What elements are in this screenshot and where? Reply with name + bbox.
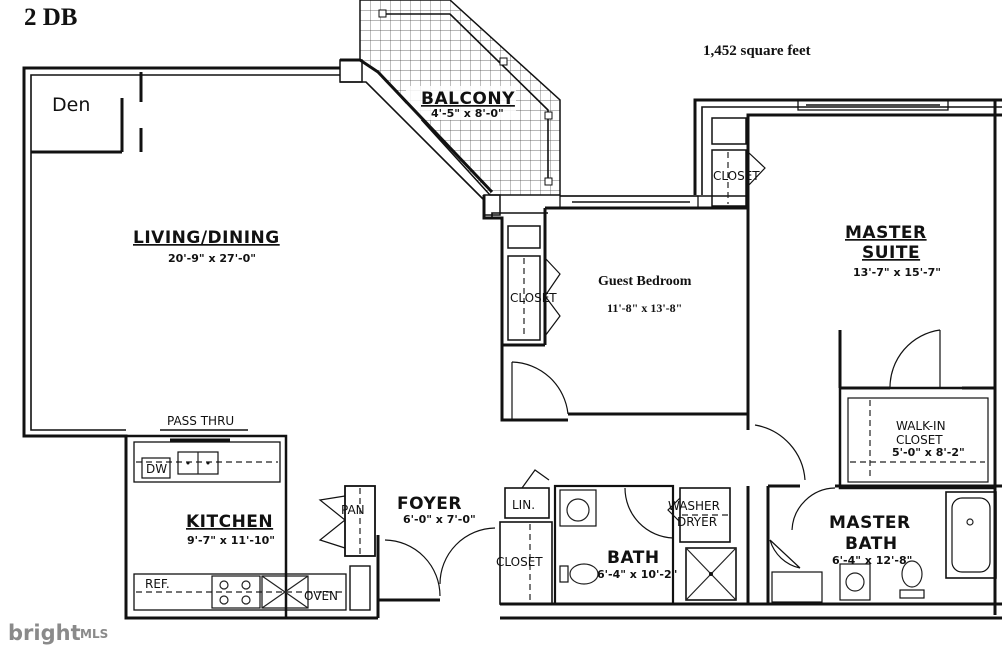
balcony-dims: 4'-5" x 8'-0" bbox=[431, 107, 504, 120]
living-title: LIVING/DINING bbox=[133, 228, 280, 248]
lin-label: LIN. bbox=[512, 498, 535, 512]
master-bath-title-2: BATH bbox=[845, 534, 898, 554]
walk-in-title-2: CLOSET bbox=[896, 433, 943, 447]
walk-in-dims: 5'-0" x 8'-2" bbox=[892, 446, 965, 459]
master-suite-dims: 13'-7" x 15'-7" bbox=[853, 266, 941, 279]
bath-title: BATH bbox=[607, 548, 660, 568]
bath-area bbox=[553, 484, 675, 606]
shower bbox=[685, 547, 737, 601]
kitchen-area bbox=[124, 434, 288, 620]
watermark-brand: bright bbox=[8, 621, 81, 645]
pantry bbox=[344, 485, 376, 557]
bathtub bbox=[945, 491, 997, 579]
hall-closet-label: CLOSET bbox=[496, 555, 543, 569]
den-title: Den bbox=[52, 94, 90, 116]
kitchen-title: KITCHEN bbox=[186, 512, 273, 532]
kitchen-dims: 9'-7" x 11'-10" bbox=[187, 534, 275, 547]
brightmls-watermark: bright MLS bbox=[0, 614, 108, 649]
guest-bedroom-dims: 11'-8" x 13'-8" bbox=[607, 301, 682, 315]
walk-in-title-1: WALK-IN bbox=[896, 419, 946, 433]
washer-label: WASHER bbox=[668, 499, 720, 513]
foyer-title: FOYER bbox=[397, 494, 462, 514]
master-bath-title-1: MASTER bbox=[829, 513, 911, 533]
linen-closet bbox=[504, 487, 550, 519]
walk-in-closet bbox=[838, 386, 997, 490]
ref-label: REF. bbox=[145, 577, 170, 591]
area-label: 1,452 square feet bbox=[703, 43, 811, 59]
pan-label: PAN bbox=[341, 503, 365, 517]
balcony-title: BALCONY bbox=[421, 89, 515, 109]
pass-thru-label: PASS THRU bbox=[167, 414, 234, 428]
living-dims: 20'-9" x 27'-0" bbox=[168, 252, 256, 265]
guest-bedroom-title: Guest Bedroom bbox=[598, 274, 692, 289]
oven-label: OVEN bbox=[304, 589, 338, 603]
dw-label: DW bbox=[146, 462, 167, 476]
master-suite-title-2: SUITE bbox=[862, 243, 920, 263]
watermark-suffix: MLS bbox=[80, 627, 108, 641]
master-bath-dims: 6'-4" x 12'-8" bbox=[832, 554, 912, 567]
master-closet bbox=[711, 149, 747, 207]
master-suite-title-1: MASTER bbox=[845, 223, 927, 243]
guest-closet bbox=[507, 255, 541, 341]
master-closet-label: CLOSET bbox=[713, 169, 760, 183]
foyer-dims: 6'-0" x 7'-0" bbox=[403, 513, 476, 526]
laundry-closet bbox=[679, 487, 731, 543]
bath-dims: 6'-4" x 10'-2" bbox=[597, 568, 677, 581]
dryer-label: DRYER bbox=[677, 515, 717, 529]
guest-closet-label: CLOSET bbox=[510, 291, 557, 305]
plan-name: 2 DB bbox=[24, 4, 77, 31]
